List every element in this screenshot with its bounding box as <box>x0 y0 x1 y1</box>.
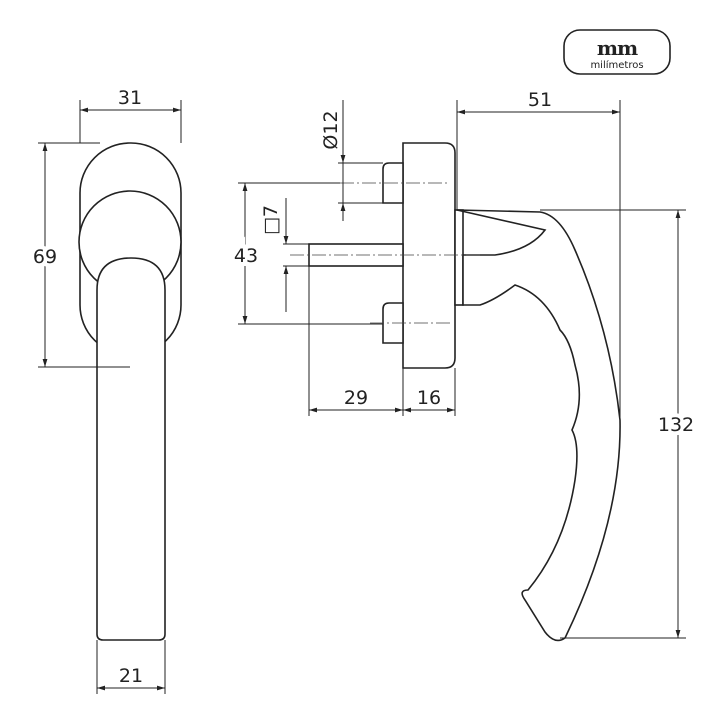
dim-screw-spacing: 43 <box>234 245 258 267</box>
dim-front-height: 69 <box>33 246 57 268</box>
logo-mark: mm <box>597 36 638 60</box>
handle-neck <box>454 209 464 306</box>
dim-handle-length: 132 <box>658 414 694 436</box>
dim-rosette-depth: 16 <box>417 387 441 409</box>
lever-front <box>96 257 166 641</box>
dim-handle-projection: 51 <box>528 89 552 111</box>
rosette-side <box>402 142 456 369</box>
handle-lever-side <box>456 209 621 642</box>
milimetros-logo: mm milímetros <box>563 29 671 75</box>
dim-spindle-square: □7 <box>260 205 282 235</box>
dim-front-width: 31 <box>118 87 142 109</box>
dim-screw-diameter: Ø12 <box>320 110 342 149</box>
front-view: 31 69 21 <box>29 87 182 694</box>
dim-spindle-length: 29 <box>344 387 368 409</box>
logo-caption: milímetros <box>590 59 643 71</box>
dim-lever-width: 21 <box>119 665 143 687</box>
side-view: Ø12 43 □7 29 16 51 132 <box>230 89 698 642</box>
